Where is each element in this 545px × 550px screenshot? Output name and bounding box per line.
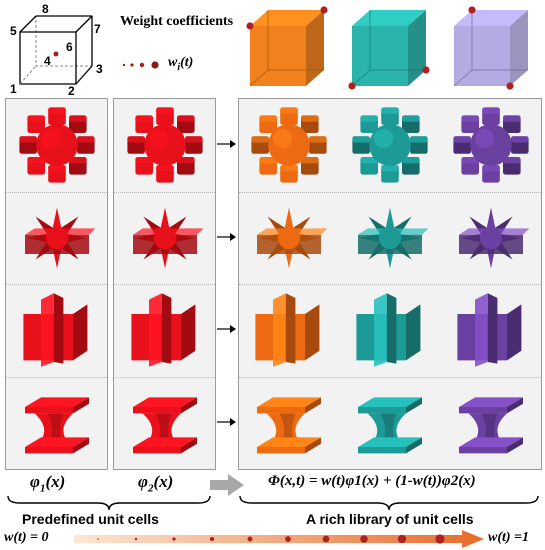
library-cell-hourglass-plate-2 [350, 383, 430, 463]
library-cell-hourglass-plate-1 [249, 383, 329, 463]
phi2-sub: 2 [147, 482, 154, 495]
phi1-symbol: φ [30, 472, 40, 491]
grey-arrow [210, 474, 244, 496]
vertex-3: 3 [96, 62, 103, 76]
phi2-arg: (x) [153, 472, 174, 491]
row-arrow [217, 325, 236, 334]
library-cell-cross-plates-1 [249, 290, 329, 370]
weighted-cube-1 [246, 6, 328, 87]
vertex-8: 8 [42, 2, 49, 16]
phi1-label: φ1(x) [30, 472, 65, 494]
phi1-arg: (x) [45, 472, 66, 491]
phi2-cell-cubic-cross-1 [125, 105, 205, 185]
weighted-cube-2 [348, 10, 430, 90]
vertex-cube-diagram: 1 2 3 4 5 6 7 8 [8, 2, 108, 98]
phi2-label: φ2(x) [138, 472, 173, 494]
library-cell-star-shape-3 [451, 198, 531, 278]
row-separator [239, 284, 541, 285]
weighted-cube-3 [453, 6, 528, 90]
library-cell-cross-plates-2 [350, 290, 430, 370]
phi1-sub: 1 [39, 482, 46, 495]
formula: Φ(x,t) = w(t)φ1(x) + (1-w(t))φ2(x) [268, 473, 476, 489]
weighted-cubes [240, 4, 540, 94]
row-arrow [217, 140, 236, 149]
row-separator [114, 284, 215, 285]
vertex-5: 5 [10, 24, 17, 38]
vertex-4: 4 [44, 54, 51, 68]
library-label: A rich library of unit cells [306, 511, 474, 527]
phi1-cell-cross-plates-1 [17, 290, 97, 370]
row-separator [114, 191, 215, 193]
vertex-6: 6 [66, 40, 73, 54]
library-cell-cubic-cross-1 [249, 105, 329, 185]
w-end-label: w(t) =1 [488, 530, 530, 545]
library-brace [238, 494, 540, 512]
vertex-2: 2 [68, 84, 75, 98]
phi1-panel [5, 98, 108, 470]
weight-gradient-arrow [74, 530, 484, 548]
gradient-arrow-shape [74, 530, 484, 548]
phi2-cell-cross-plates-1 [125, 290, 205, 370]
library-panel [238, 98, 542, 470]
phi2-panel [113, 98, 216, 470]
phi1-cell-cubic-cross-1 [17, 105, 97, 185]
library-cell-star-shape-1 [249, 198, 329, 278]
library-cell-hourglass-plate-3 [451, 383, 531, 463]
row-separator [6, 376, 107, 378]
row-arrow [217, 417, 236, 426]
weight-label: wi(t) [168, 55, 193, 73]
library-cell-cross-plates-3 [451, 290, 531, 370]
row-separator [6, 284, 107, 285]
weight-label-arg: (t) [180, 55, 194, 70]
library-cell-star-shape-2 [350, 198, 430, 278]
phi2-cell-star-shape-1 [125, 198, 205, 278]
phi1-cell-hourglass-plate-1 [17, 383, 97, 463]
predefined-brace [6, 494, 212, 512]
row-arrow [217, 232, 236, 241]
library-cell-cubic-cross-3 [451, 105, 531, 185]
predefined-label: Predefined unit cells [22, 511, 159, 527]
phi2-symbol: φ [138, 472, 148, 491]
row-separator [6, 191, 107, 193]
weight-label-sub: i [177, 61, 181, 73]
row-separator [114, 376, 215, 378]
row-arrows [214, 98, 238, 468]
phi1-cell-star-shape-1 [17, 198, 97, 278]
vertex-1: 1 [10, 82, 17, 96]
weight-dots-legend [120, 58, 166, 72]
w-start-label: w(t) = 0 [4, 530, 49, 545]
weight-coefficients-title: Weight coefficients [120, 14, 234, 29]
vertex-7: 7 [94, 22, 101, 36]
row-separator [239, 376, 541, 378]
phi2-cell-hourglass-plate-1 [125, 383, 205, 463]
row-separator [239, 191, 541, 193]
library-cell-cubic-cross-2 [350, 105, 430, 185]
weight-label-w: w [168, 55, 178, 70]
